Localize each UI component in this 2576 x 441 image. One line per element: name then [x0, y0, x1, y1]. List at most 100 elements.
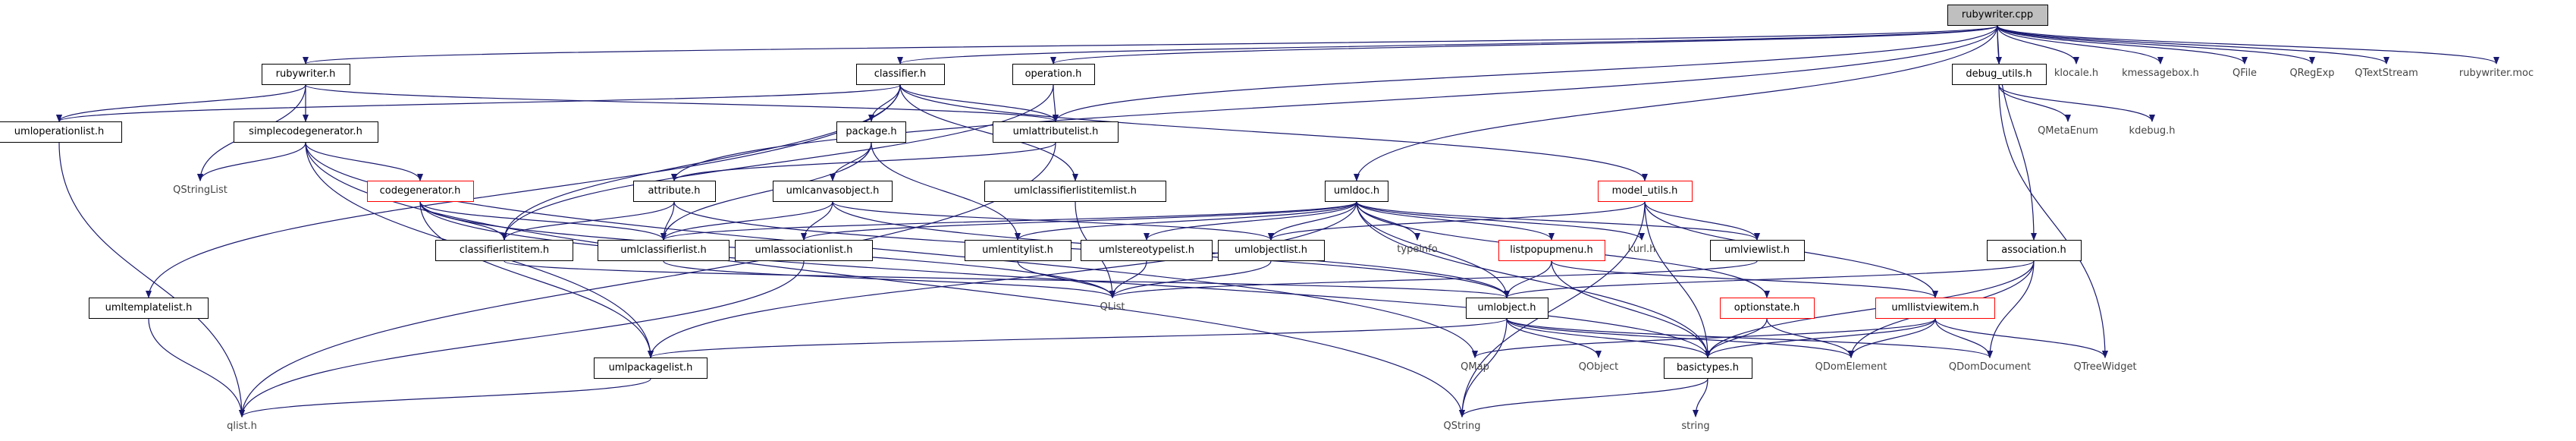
node-simplecodegenerator-h[interactable]: simplecodegenerator.h	[233, 121, 378, 143]
edge-association-h-to-QDomDocument	[1987, 260, 2035, 358]
node-model-utils-h[interactable]: model_utils.h	[1597, 181, 1693, 202]
node-codegenerator-h[interactable]: codegenerator.h	[366, 181, 474, 202]
node-umlpackagelist-h[interactable]: umlpackagelist.h	[594, 358, 708, 379]
edge-rubywriter-cpp-to-QFile	[1997, 25, 2248, 65]
edge-umlassociationlist-h-to-qlist-h	[239, 260, 805, 417]
node-string: string	[1681, 421, 1710, 432]
edge-umldoc-h-to-umlobjectlist-h	[1268, 201, 1357, 241]
edge-rubywriter-cpp-to-rubywriter-moc	[1997, 25, 2499, 65]
node-QTreeWidget: QTreeWidget	[2073, 361, 2137, 373]
edge-listpopupmenu-h-to-umllistviewitem-h	[1551, 260, 1938, 298]
edge-umllistviewitem-h-to-basictypes-h	[1705, 318, 1936, 358]
node-umlcanvasobject-h[interactable]: umlcanvasobject.h	[773, 181, 893, 202]
node-operation-h[interactable]: operation.h	[1012, 64, 1095, 85]
edge-debug-utils-h-to-QMetaEnum	[1998, 84, 2071, 122]
edge-umlattributelist-h-to-attribute-h	[671, 142, 1056, 181]
node-umllistviewitem-h[interactable]: umllistviewitem.h	[1875, 298, 1995, 319]
edge-umldoc-h-to-umlobject-h	[1356, 201, 1510, 298]
edge-classifier-h-to-model-utils-h	[899, 84, 1648, 181]
node-association-h[interactable]: association.h	[1986, 240, 2082, 261]
edge-umllistviewitem-h-to-QTreeWidget	[1934, 318, 2108, 358]
node-umloperationlist-h[interactable]: umloperationlist.h	[0, 121, 122, 143]
edge-umlcanvasobject-h-to-umlclassifierlist-h	[660, 201, 833, 241]
edge-umldoc-h-to-umlviewlist-h	[1356, 201, 1760, 241]
node-rubywriter-h[interactable]: rubywriter.h	[261, 64, 350, 85]
edge-rubywriter-cpp-to-QRegExp	[1997, 25, 2315, 65]
edge-rubywriter-cpp-to-classifier-h	[897, 25, 1998, 65]
node-QDomDocument: QDomDocument	[1948, 361, 2032, 373]
node-QString: QString	[1443, 421, 1481, 432]
edge-basictypes-h-to-QString	[1459, 378, 1708, 417]
edge-rubywriter-h-to-umlattributelist-h	[305, 84, 1059, 122]
node-QFile: QFile	[2232, 68, 2257, 79]
node-umlobjectlist-h[interactable]: umlobjectlist.h	[1217, 240, 1325, 261]
edge-model-utils-h-to-QString	[1459, 201, 1646, 417]
node-QRegExp: QRegExp	[2289, 68, 2335, 79]
node-QList: QList	[1100, 301, 1125, 313]
edge-rubywriter-h-to-umloperationlist-h	[56, 84, 306, 122]
edge-debug-utils-h-to-kdebug-h	[1998, 84, 2155, 122]
node-umlviewlist-h[interactable]: umlviewlist.h	[1709, 240, 1805, 261]
edge-codegenerator-h-to-umlclassifierlist-h	[419, 201, 667, 241]
node-listpopupmenu-h[interactable]: listpopupmenu.h	[1498, 240, 1605, 261]
node-basictypes-h[interactable]: basictypes.h	[1663, 358, 1752, 379]
edge-basictypes-h-to-string	[1693, 378, 1708, 417]
edge-rubywriter-cpp-to-kmessagebox-h	[1997, 25, 2163, 65]
edge-umldoc-h-to-basictypes-h	[1356, 201, 1711, 358]
node-umlattributelist-h[interactable]: umlattributelist.h	[993, 121, 1119, 143]
edge-umldoc-h-to-umlentitylist-h	[1015, 201, 1357, 241]
edge-rubywriter-cpp-to-klocale-h	[1997, 25, 2079, 65]
edge-umltemplatelist-h-to-qlist-h	[148, 318, 245, 417]
edge-classifierlistitem-h-to-umlobject-h	[504, 260, 1510, 298]
edge-umlentitylist-h-to-QList	[1017, 260, 1115, 298]
node-debug-utils-h[interactable]: debug_utils.h	[1951, 64, 2047, 85]
edge-simplecodegenerator-h-to-codegenerator-h	[305, 142, 423, 181]
edge-umlviewlist-h-to-QList	[1109, 260, 1758, 298]
edge-umldoc-h-to-umlassociationlist-h	[801, 201, 1357, 241]
node-umlstereotypelist-h[interactable]: umlstereotypelist.h	[1081, 240, 1213, 261]
node-optionstate-h[interactable]: optionstate.h	[1719, 298, 1815, 319]
edge-umlcanvasobject-h-to-umlassociationlist-h	[801, 201, 833, 241]
edge-umlclassifierlist-h-to-QList	[663, 260, 1115, 298]
edge-umlcanvasobject-h-to-umlobjectlist-h	[832, 201, 1274, 241]
node-QObject: QObject	[1578, 361, 1619, 373]
node-attribute-h[interactable]: attribute.h	[632, 181, 716, 202]
edge-classifier-h-to-umlclassifierlistitemlist-h	[899, 84, 1078, 181]
node-qlist-h: qlist.h	[227, 421, 257, 432]
node-umlclassifierlist-h[interactable]: umlclassifierlist.h	[598, 240, 730, 261]
edge-association-h-to-umlobject-h	[1504, 260, 2035, 298]
node-classifier-h[interactable]: classifier.h	[855, 64, 945, 85]
edge-rubywriter-cpp-to-QTextStream	[1997, 25, 2389, 65]
node-umltemplatelist-h[interactable]: umltemplatelist.h	[89, 298, 209, 319]
node-kmessagebox-h: kmessagebox.h	[2122, 68, 2199, 79]
edge-rubywriter-cpp-to-rubywriter-h	[303, 25, 1998, 65]
edge-classifier-h-to-classifierlistitem-h	[501, 84, 901, 241]
node-classifierlistitem-h[interactable]: classifierlistitem.h	[435, 240, 573, 261]
node-klocale-h: klocale.h	[2054, 68, 2099, 79]
edge-model-utils-h-to-umlobjectlist-h	[1268, 201, 1646, 241]
node-QMetaEnum: QMetaEnum	[2038, 125, 2098, 137]
edge-umlobject-h-to-umlpackagelist-h	[648, 318, 1508, 358]
edge-optionstate-h-to-QDomElement	[1766, 318, 1854, 358]
node-umlobject-h[interactable]: umlobject.h	[1465, 298, 1548, 319]
node-umlentitylist-h[interactable]: umlentitylist.h	[964, 240, 1072, 261]
node-umldoc-h[interactable]: umldoc.h	[1325, 181, 1388, 202]
edge-model-utils-h-to-basictypes-h	[1644, 201, 1711, 358]
edge-rubywriter-cpp-to-umldoc-h	[1354, 25, 1998, 181]
node-package-h[interactable]: package.h	[836, 121, 906, 143]
edge-operation-h-to-umlattributelist-h	[1052, 84, 1059, 122]
edge-attribute-h-to-classifierlistitem-h	[501, 201, 675, 241]
node-umlclassifierlistitemlist-h[interactable]: umlclassifierlistitemlist.h	[984, 181, 1166, 202]
edge-model-utils-h-to-umlviewlist-h	[1644, 201, 1760, 241]
edge-codegenerator-h-to-classifierlistitem-h	[419, 201, 507, 241]
node-umlassociationlist-h[interactable]: umlassociationlist.h	[735, 240, 873, 261]
edge-package-h-to-umlclassifierlist-h	[660, 142, 872, 241]
node-typeinfo: typeinfo	[1397, 244, 1438, 255]
edge-classifier-h-to-umloperationlist-h	[56, 84, 901, 122]
node-rubywriter-cpp[interactable]: rubywriter.cpp	[1947, 5, 2048, 26]
edge-umldoc-h-to-umlstereotypelist-h	[1144, 201, 1357, 241]
edge-umllistviewitem-h-to-QDomElement	[1848, 318, 1936, 358]
edge-umllistviewitem-h-to-QDomDocument	[1934, 318, 1993, 358]
edge-rubywriter-cpp-to-association-h	[1997, 25, 2037, 241]
